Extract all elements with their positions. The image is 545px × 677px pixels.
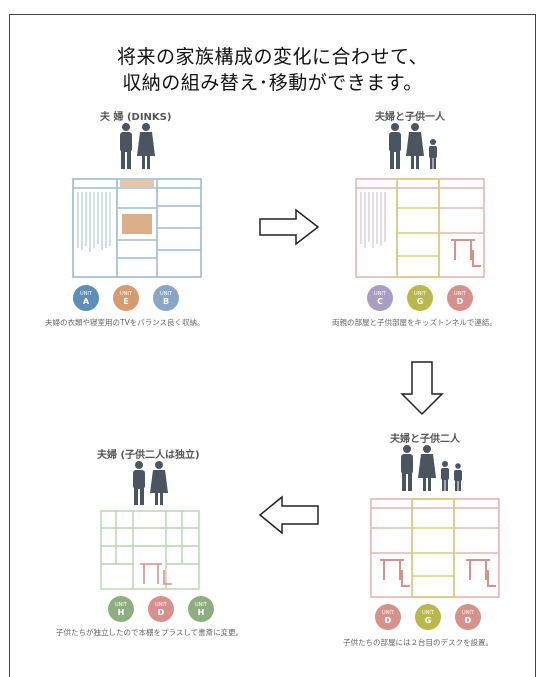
unit-label: UNIT [160, 291, 172, 297]
panel-caption: 子供たちの部屋には２台目のデスクを設置。 [343, 638, 493, 647]
unit-label: UNIT [382, 610, 394, 616]
unit-letter: D [157, 608, 165, 617]
unit-label: UNIT [80, 291, 92, 297]
unit-letter: G [424, 616, 432, 625]
unit-letter: B [162, 297, 170, 306]
panel-title: 夫婦と子供二人 [390, 434, 460, 445]
unit-label: UNIT [414, 291, 426, 297]
headline-line-1: 将来の家族構成の変化に合わせて、 [116, 46, 429, 68]
couple-figure-icon [120, 123, 155, 169]
panel-caption: 子供たちが独立したので本棚をプラスして書斎に変更。 [56, 628, 244, 637]
arrow-down-icon [400, 361, 444, 416]
unit-label: UNIT [374, 291, 386, 297]
family-one-child-icon [389, 123, 437, 169]
panel-title: 夫婦 (子供二人は独立) [97, 450, 200, 461]
unit-letter: E [123, 297, 129, 306]
arrow-left-icon [258, 495, 319, 535]
closet-layout-h-d-h [100, 510, 200, 590]
unit-label: UNIT [195, 602, 207, 608]
unit-label: UNIT [454, 291, 466, 297]
outer-frame [9, 14, 536, 677]
arrow-right-icon [259, 208, 320, 246]
closet-layout-c-g-d [355, 178, 485, 278]
panel-title: 夫婦と子供一人 [375, 112, 445, 123]
panel-caption: 夫婦の衣類や寝室用のTVをバランス良く収納。 [45, 318, 205, 327]
unit-letter: D [456, 297, 464, 306]
unit-letter: C [377, 297, 383, 306]
unit-letter: A [82, 297, 90, 306]
unit-letter: H [197, 608, 205, 617]
family-two-children-icon [401, 445, 462, 491]
unit-letter: H [117, 608, 125, 617]
unit-label: UNIT [422, 610, 434, 616]
unit-label: UNIT [462, 610, 474, 616]
headline-line-2: 収納の組み替え･移動ができます。 [122, 72, 423, 94]
unit-label: UNIT [115, 602, 127, 608]
unit-letter: D [464, 616, 472, 625]
unit-letter: G [416, 297, 424, 306]
couple-figure-icon [133, 461, 168, 505]
panel-caption: 両親の部屋と子供部屋をキッズトンネルで連結。 [332, 318, 497, 327]
panel-title: 夫 婦 (DINKS) [100, 112, 172, 123]
closet-layout-d-g-d [370, 498, 500, 598]
unit-label: UNIT [155, 602, 167, 608]
closet-layout-a-e-b [72, 178, 202, 278]
unit-letter: D [384, 616, 392, 625]
unit-label: UNIT [120, 291, 132, 297]
